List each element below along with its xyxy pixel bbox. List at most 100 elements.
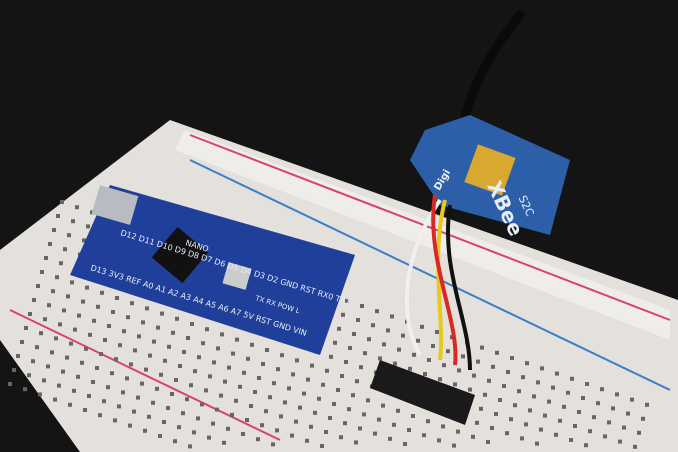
breadboard-hole bbox=[569, 438, 573, 442]
breadboard-hole bbox=[479, 406, 483, 411]
breadboard-hole bbox=[114, 357, 118, 362]
breadboard-hole bbox=[412, 352, 416, 357]
breadboard-hole bbox=[551, 385, 555, 390]
breadboard-hole bbox=[44, 256, 48, 260]
breadboard-hole bbox=[566, 390, 570, 395]
breadboard-hole bbox=[490, 426, 494, 430]
breadboard-hole bbox=[59, 261, 63, 266]
breadboard-hole bbox=[12, 368, 16, 372]
breadboard-hole bbox=[83, 408, 87, 412]
breadboard-hole bbox=[85, 285, 89, 290]
breadboard-hole bbox=[290, 433, 294, 438]
breadboard-hole bbox=[592, 415, 596, 420]
breadboard-hole bbox=[317, 396, 321, 401]
breadboard-hole bbox=[55, 275, 59, 280]
breadboard-hole bbox=[128, 423, 132, 428]
breadboard-hole bbox=[396, 408, 400, 413]
breadboard-hole bbox=[525, 361, 529, 366]
breadboard-hole bbox=[190, 322, 194, 326]
breadboard-hole bbox=[332, 402, 336, 406]
breadboard-hole bbox=[596, 401, 600, 406]
breadboard-hole bbox=[480, 345, 484, 350]
microcontroller-chip bbox=[151, 226, 209, 284]
breadboard-hole bbox=[103, 338, 107, 342]
breadboard-hole bbox=[130, 301, 134, 306]
breadboard-hole bbox=[305, 438, 309, 443]
breadboard-hole bbox=[57, 383, 61, 388]
power-rail-blue-line bbox=[189, 159, 671, 391]
breadboard-hole bbox=[626, 411, 630, 416]
breadboard-hole bbox=[309, 424, 313, 429]
breadboard-hole bbox=[16, 354, 20, 358]
breadboard-hole bbox=[90, 210, 94, 215]
breadboard-hole bbox=[431, 344, 435, 348]
breadboard-hole bbox=[54, 336, 58, 341]
breadboard-hole bbox=[386, 328, 390, 333]
breadboard-hole bbox=[320, 444, 324, 448]
breadboard-hole bbox=[344, 360, 348, 364]
breadboard-hole bbox=[645, 402, 649, 407]
breadboard-hole bbox=[495, 350, 499, 355]
breadboard-hole bbox=[539, 427, 543, 432]
breadboard-hole bbox=[532, 394, 536, 399]
breadboard-hole bbox=[61, 369, 65, 374]
breadboard-hole bbox=[510, 356, 514, 360]
breadboard-hole bbox=[505, 431, 509, 436]
breadboard-hole bbox=[8, 382, 12, 386]
breadboard-hole bbox=[132, 409, 136, 414]
breadboard-hole bbox=[156, 325, 160, 330]
breadboard-hole bbox=[143, 428, 147, 433]
breadboard-hole bbox=[246, 356, 250, 361]
breadboard-hole bbox=[502, 384, 506, 388]
breadboard-hole bbox=[230, 412, 234, 417]
breadboard-hole bbox=[366, 398, 370, 403]
breadboard-hole bbox=[388, 436, 392, 441]
breadboard-hole bbox=[51, 289, 55, 294]
breadboard-hole bbox=[207, 435, 211, 440]
breadboard-hole bbox=[611, 406, 615, 411]
breadboard-hole bbox=[261, 362, 265, 366]
power-rail-red-line bbox=[189, 134, 671, 321]
breadboard-hole bbox=[325, 368, 329, 373]
breadboard-hole bbox=[23, 387, 27, 392]
breadboard-hole bbox=[235, 337, 239, 342]
breadboard-hole bbox=[615, 392, 619, 397]
breadboard-hole bbox=[75, 205, 79, 210]
breadboard-hole bbox=[129, 362, 133, 367]
breadboard-hole bbox=[536, 380, 540, 385]
breadboard-hole bbox=[306, 377, 310, 382]
breadboard-hole bbox=[43, 317, 47, 322]
breadboard-hole bbox=[272, 381, 276, 386]
breadboard-hole bbox=[102, 399, 106, 404]
breadboard-hole bbox=[38, 392, 42, 397]
breadboard-hole bbox=[53, 397, 57, 402]
breadboard-hole bbox=[348, 346, 352, 350]
breadboard-hole bbox=[397, 347, 401, 352]
breadboard-hole bbox=[341, 312, 345, 317]
breadboard-hole bbox=[110, 371, 114, 376]
breadboard-hole bbox=[192, 430, 196, 435]
breadboard-hole bbox=[494, 412, 498, 416]
breadboard-hole bbox=[468, 387, 472, 392]
breadboard-hole bbox=[35, 345, 39, 350]
breadboard-hole bbox=[381, 403, 385, 408]
breadboard-hole bbox=[562, 404, 566, 409]
breadboard-hole bbox=[476, 359, 480, 364]
breadboard-hole bbox=[145, 306, 149, 311]
breadboard-hole bbox=[136, 395, 140, 400]
breadboard-hole bbox=[31, 359, 35, 364]
breadboard-hole bbox=[352, 332, 356, 336]
breadboard-hole bbox=[87, 394, 91, 398]
breadboard-hole bbox=[618, 439, 622, 444]
breadboard-hole bbox=[257, 376, 261, 380]
breadboard-hole bbox=[52, 228, 56, 232]
breadboard-hole bbox=[81, 299, 85, 304]
breadboard-hole bbox=[547, 399, 551, 404]
breadboard-hole bbox=[393, 361, 397, 366]
breadboard-hole bbox=[584, 443, 588, 448]
breadboard-hole bbox=[159, 372, 163, 377]
breadboard-hole bbox=[427, 358, 431, 362]
breadboard-hole bbox=[362, 412, 366, 417]
breadboard-hole bbox=[160, 311, 164, 316]
